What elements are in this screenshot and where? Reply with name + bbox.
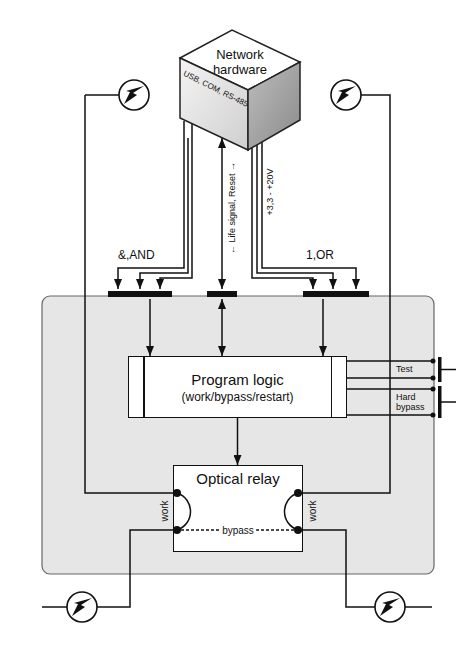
connector-line [221,299,223,356]
node-subtitle: (work/bypass/restart) [181,389,293,405]
wires [42,95,456,607]
node-title: Program logic [191,370,284,389]
connector-line [237,418,239,465]
relay-box: Optical relay [173,465,303,552]
node-title: Network hardware [196,47,284,77]
voltage-label: +3,3 - +20V [266,168,276,215]
hardware-box: Network hardwareUSB, COM, RS-485 [176,26,304,138]
frame-line [143,357,145,417]
switch-label: Test [396,364,413,374]
connector [140,138,188,356]
contact-label: work [159,500,170,521]
connector-line [221,138,223,289]
connector [222,138,223,356]
device-panel [42,296,434,574]
signal-label: &,AND [118,249,155,262]
hardware-box-illustration [176,26,304,156]
contact-label: bypass [220,525,256,536]
frame-line [331,357,333,417]
connector [237,418,238,465]
connector-line [257,138,333,289]
process-box: Program logic(work/bypass/restart) [128,356,347,418]
signal-label: ← Life signal, Reset → [228,162,238,254]
connector-line [140,138,188,289]
contact-label: work [307,500,318,521]
switch-label: Hard bypass [396,392,432,412]
signal-label: 1,OR [306,249,334,262]
connector-bars [108,291,369,297]
switch-symbols [431,357,442,418]
node-title: Optical relay [196,470,279,488]
connector [257,138,333,356]
connector-line [149,299,151,356]
connector-line [322,299,324,356]
transceiver-icons [67,80,405,622]
